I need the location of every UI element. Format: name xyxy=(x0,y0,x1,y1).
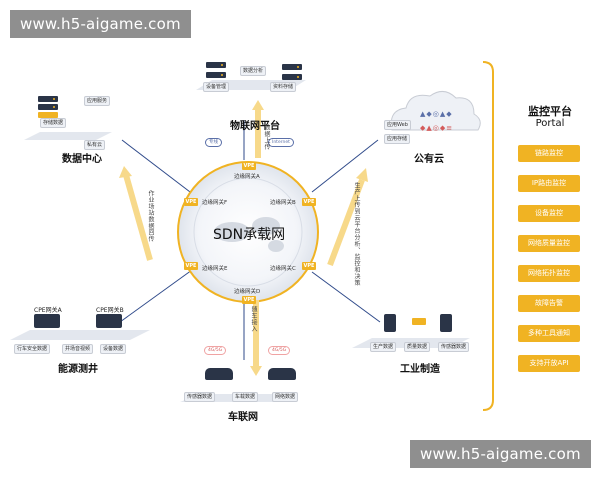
router-icon xyxy=(96,314,122,328)
car-tag: 车载数据 xyxy=(232,392,259,402)
vpe-icon: VPE xyxy=(184,262,198,270)
server-icon xyxy=(38,96,58,102)
energy-title: 能源测井 xyxy=(58,364,98,375)
cpe-b-label: CPE网关B xyxy=(96,307,124,314)
iot-flow-label: 数据上传 xyxy=(263,124,270,150)
dc-tag: 应用服务 xyxy=(84,96,111,106)
energy-tag: 行车安全数据 xyxy=(14,344,51,354)
gateway-label: 边缘网关E xyxy=(202,266,228,272)
industry-tag: 质量数据 xyxy=(404,342,431,352)
cloud-title: 公有云 xyxy=(414,154,444,165)
gateway-label: 边缘网关B xyxy=(270,200,296,206)
portal-item[interactable]: 多种工具通知 xyxy=(518,325,580,342)
router-icon xyxy=(34,314,60,328)
vpe-icon: VPE xyxy=(242,296,256,304)
watermark-top: www.h5-aigame.com xyxy=(10,10,191,38)
robot-arm-icon xyxy=(384,314,396,332)
car-flow-label: 随车接入 xyxy=(250,306,257,332)
portal-title: 监控平台 xyxy=(528,105,572,118)
center-title: SDN承载网 xyxy=(213,227,286,243)
iot-tag: 资料存储 xyxy=(270,82,297,92)
server-icon xyxy=(206,62,226,68)
portal-subtitle: Portal xyxy=(535,118,565,129)
iot-tag: 数据分析 xyxy=(240,66,267,76)
watermark-bottom: www.h5-aigame.com xyxy=(410,440,591,468)
gateway-label: 边缘网关F xyxy=(202,200,228,206)
iot-title: 物联网平台 xyxy=(230,121,280,132)
link-pill: Internet xyxy=(268,138,294,147)
cloud-provider-icons: ◆▲◎◆≡ xyxy=(420,124,454,132)
dc-tag: 存储数据 xyxy=(40,118,67,128)
server-icon xyxy=(282,64,302,70)
portal-item[interactable]: 网络拓扑监控 xyxy=(518,265,580,282)
vpe-icon: VPE xyxy=(302,198,316,206)
industry-tag: 传感器数据 xyxy=(438,342,470,352)
car-icon xyxy=(205,368,233,380)
vpe-icon: VPE xyxy=(184,198,198,206)
portal-item[interactable]: 链路监控 xyxy=(518,145,580,162)
cpe-a-label: CPE网关A xyxy=(34,307,62,314)
link-pill: 专线 xyxy=(205,138,222,147)
energy-flow-label: 作业场站数据回传 xyxy=(147,190,154,242)
car-title: 车联网 xyxy=(228,412,258,423)
portal-item[interactable]: 故障告警 xyxy=(518,295,580,312)
gateway-label: 边缘网关A xyxy=(234,174,260,180)
energy-tag: 设备数据 xyxy=(100,344,127,354)
cloud-tag: 应用Web xyxy=(384,120,411,130)
vpe-icon: VPE xyxy=(242,162,256,170)
portal-item[interactable]: 设备监控 xyxy=(518,205,580,222)
dc-tag: 私有云 xyxy=(84,140,106,150)
car-tag: 传感器数据 xyxy=(184,392,216,402)
cloud-tag: 应用存储 xyxy=(384,134,411,144)
link-pill: 4G/5G xyxy=(204,346,227,355)
server-icon xyxy=(206,72,226,78)
car-tag: 网络数据 xyxy=(272,392,299,402)
server-icon xyxy=(38,112,58,118)
cloud-provider-icons: ▲◆◎▲◆ xyxy=(420,110,453,118)
car-icon xyxy=(268,368,296,380)
energy-tag: 井场音视频 xyxy=(62,344,94,354)
industry-title: 工业制造 xyxy=(400,364,440,375)
product-box-icon xyxy=(412,318,426,325)
server-icon xyxy=(282,74,302,80)
server-icon xyxy=(38,104,58,110)
industry-tag: 生产数据 xyxy=(370,342,397,352)
link-pill: 4G/5G xyxy=(268,346,291,355)
gateway-label: 边缘网关C xyxy=(270,266,296,272)
portal-item[interactable]: 网络质量监控 xyxy=(518,235,580,252)
portal-item[interactable]: IP路由监控 xyxy=(518,175,580,192)
portal-item[interactable]: 支持开放API xyxy=(518,355,580,372)
robot-arm-icon xyxy=(440,314,452,332)
vpe-icon: VPE xyxy=(302,262,316,270)
industry-flow-label: 生产上传到云平台分析、监控和决策 xyxy=(353,182,360,286)
iot-tag: 设备管理 xyxy=(203,82,230,92)
gateway-label: 边缘网关D xyxy=(234,289,261,295)
dc-title: 数据中心 xyxy=(62,154,102,165)
